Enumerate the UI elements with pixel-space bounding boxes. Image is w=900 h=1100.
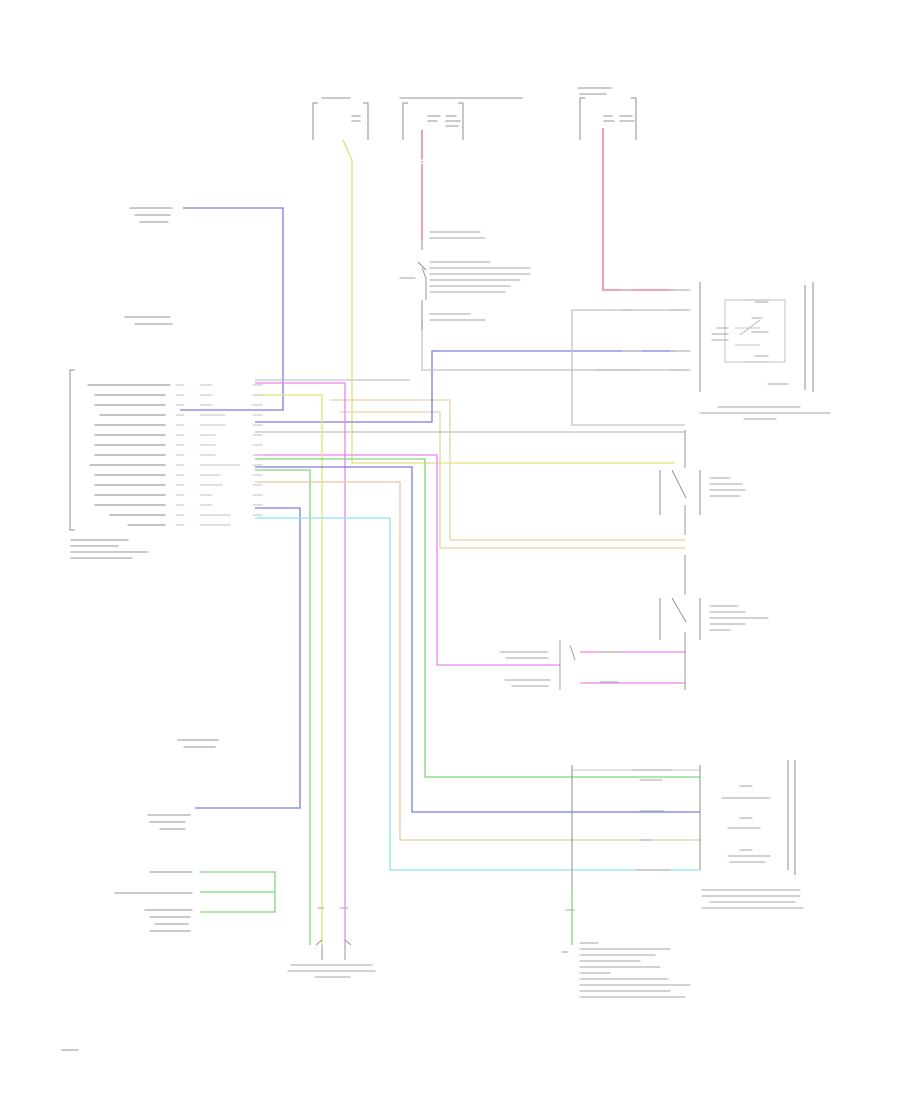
wire-gray-4 xyxy=(571,310,685,426)
wire-cyan xyxy=(255,517,700,871)
switch-1 xyxy=(659,430,746,535)
switch-2 xyxy=(499,555,769,690)
left-labels xyxy=(61,207,219,1051)
wire-tan-2 xyxy=(340,411,685,549)
wire-blue-sensor xyxy=(180,207,284,411)
fuse-icon xyxy=(417,240,427,330)
wire-tan-long xyxy=(255,481,700,841)
speed-sensor xyxy=(287,907,376,978)
wire-pink-main xyxy=(255,382,346,945)
wire-yellow-ignition xyxy=(342,139,675,464)
relay xyxy=(594,282,831,420)
wire-green-3 xyxy=(200,871,276,913)
wire-gray-1 xyxy=(421,320,675,371)
wire-tan-1 xyxy=(330,399,685,541)
ground-note xyxy=(561,909,691,998)
wire-green-2 xyxy=(255,469,311,945)
center-labels xyxy=(399,231,531,321)
top-fuse-connectors xyxy=(312,87,637,140)
wire-yellow-2 xyxy=(255,394,323,945)
wire-blue-long xyxy=(255,466,700,813)
control-module xyxy=(69,369,263,559)
wires xyxy=(180,128,700,945)
wire-pink-2 xyxy=(255,454,560,666)
wire-green-1 xyxy=(255,458,700,778)
solenoid-pack xyxy=(571,760,804,909)
wire-blue-relay xyxy=(255,350,675,423)
wire-blue-3 xyxy=(195,507,301,809)
wire-red-right xyxy=(602,128,675,291)
